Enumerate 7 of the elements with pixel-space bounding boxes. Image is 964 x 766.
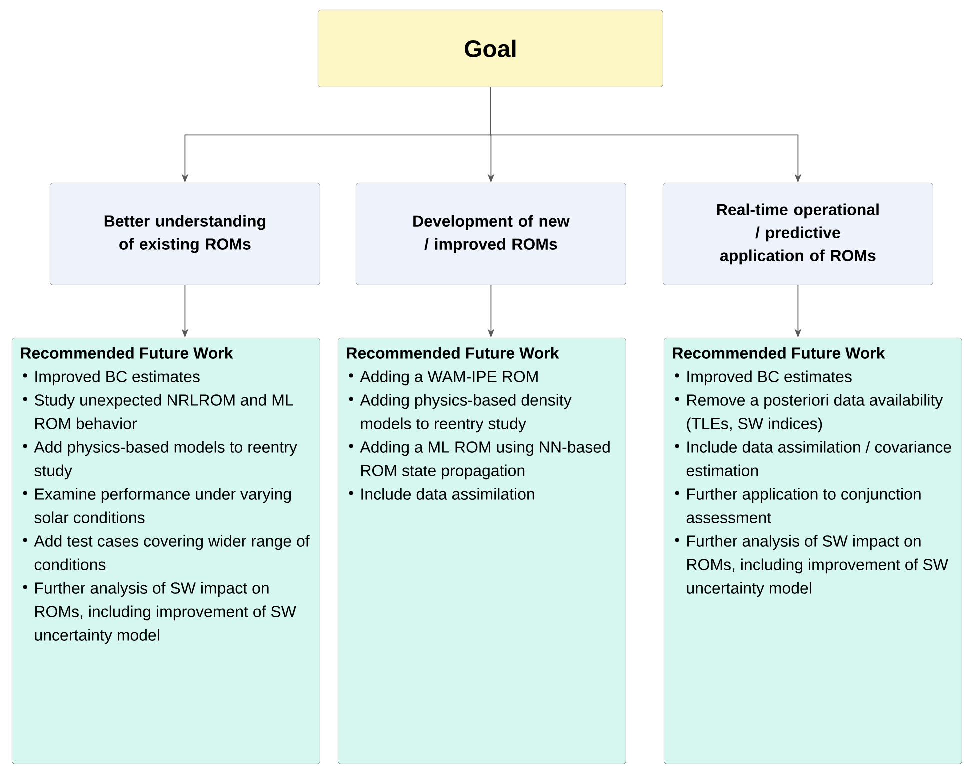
category-box: Better understanding of existing ROMs [50,183,320,286]
category-box: Development of new / improved ROMs [356,183,626,286]
work-list-box: Recommended Future Work Improved BC estimates Remove a posteriori data availability (TLEs, SW indices) Include data assimilation / covariance estimation Further application to conjunction assessment Further analysis of SW impact on ROMs, including improvement of SW uncertainty model [664,338,962,764]
category-box: Real-time operational / predictive application of ROMs [663,183,934,286]
work-list-box: Recommended Future Work Adding a WAM-IPE ROM Adding physics-based density models to reentry study Adding a ML ROM using NN-based ROM state propagation Include data assimilation [338,338,626,764]
work-list-box: Recommended Future Work Improved BC estimates Study unexpected NRLROM and ML ROM behavior Add physics-based models to reentry study Examine performance under varying solar conditions Add test cases covering wider range of conditions Further analysis of SW impact on ROMs, including improvement of SW uncertainty model [12,338,320,764]
goal-box: Goal [318,10,664,88]
